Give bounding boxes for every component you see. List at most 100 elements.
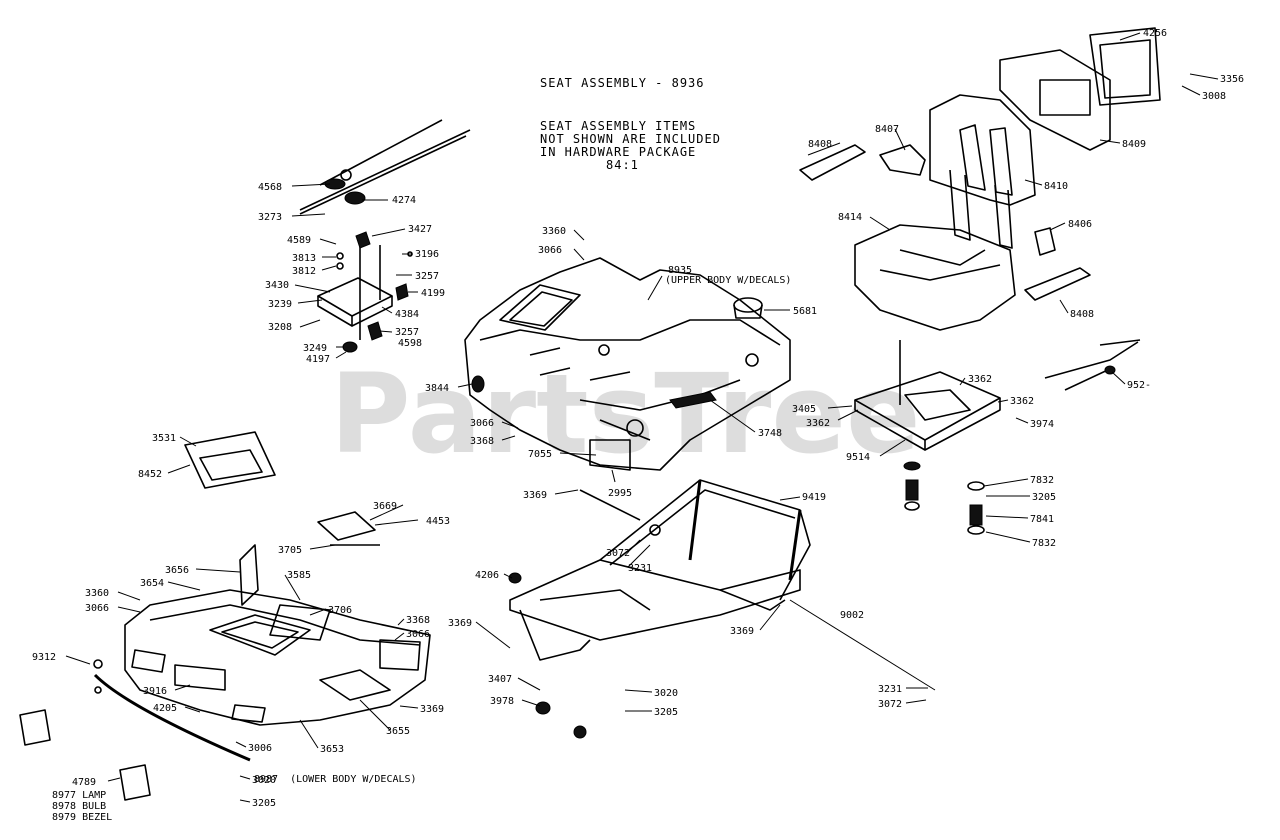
label-8408b: 8408 <box>1070 309 1094 320</box>
label-8409: 8409 <box>1122 139 1146 150</box>
bezel-note: 8979 BEZEL <box>52 812 112 823</box>
label-4789: 4789 <box>72 777 96 788</box>
label-4384: 4384 <box>395 309 419 320</box>
label-4206: 4206 <box>475 570 499 581</box>
label-8407: 8407 <box>875 124 899 135</box>
label-3008: 3008 <box>1202 91 1226 102</box>
label-3205a: 3205 <box>1032 492 1056 503</box>
label-4568: 4568 <box>258 182 282 193</box>
label-4274: 4274 <box>392 195 416 206</box>
label-3654: 3654 <box>140 578 164 589</box>
label-3066c: 3066 <box>85 603 109 614</box>
control-cable-drawing <box>299 119 471 215</box>
label-3369a: 3369 <box>420 704 444 715</box>
label-3273: 3273 <box>258 212 282 223</box>
label-3249: 3249 <box>303 343 327 354</box>
bulb-note: 8978 BULB <box>52 801 106 812</box>
label-8410: 8410 <box>1044 181 1068 192</box>
label-3066b: 3066 <box>470 418 494 429</box>
label-3239: 3239 <box>268 299 292 310</box>
label-8408a: 8408 <box>808 139 832 150</box>
seat-drawing <box>799 27 1161 331</box>
label-3020a: 3020 <box>252 775 276 786</box>
label-3813: 3813 <box>292 253 316 264</box>
label-4589: 4589 <box>287 235 311 246</box>
label-3656: 3656 <box>165 565 189 576</box>
note-line-2: NOT SHOWN ARE INCLUDED <box>540 132 721 146</box>
label-3531: 3531 <box>152 433 176 444</box>
label-3669: 3669 <box>373 501 397 512</box>
label-9419: 9419 <box>802 492 826 503</box>
label-9002: 9002 <box>840 610 864 621</box>
label-3072a: 3072 <box>606 548 630 559</box>
label-7055: 7055 <box>528 449 552 460</box>
label-3705: 3705 <box>278 545 302 556</box>
label-3430: 3430 <box>265 280 289 291</box>
label-8406: 8406 <box>1068 219 1092 230</box>
label-3369c: 3369 <box>448 618 472 629</box>
seat-lever-drawing <box>1044 339 1141 391</box>
bracket-assembly-drawing <box>317 231 413 353</box>
label-3196: 3196 <box>415 249 439 260</box>
label-5681: 5681 <box>793 306 817 317</box>
label-3356: 3356 <box>1220 74 1244 85</box>
label-9312: 9312 <box>32 652 56 663</box>
label-8987-row: 8987 (LOWER BODY W/DECALS) <box>254 774 417 785</box>
seat-plate-drawing <box>854 340 1001 535</box>
label-3844: 3844 <box>425 383 449 394</box>
label-3360b: 3360 <box>85 588 109 599</box>
label-3362c: 3362 <box>806 418 830 429</box>
label-3368b: 3368 <box>406 615 430 626</box>
label-3360a: 3360 <box>542 226 566 237</box>
label-4256: 4256 <box>1143 28 1167 39</box>
label-3072b: 3072 <box>878 699 902 710</box>
watermark: PartsTree <box>330 350 921 478</box>
upper-body-drawing <box>464 257 791 471</box>
label-3205c: 3205 <box>654 707 678 718</box>
label-3585: 3585 <box>287 570 311 581</box>
lower-body-drawing <box>19 431 431 801</box>
label-4197: 4197 <box>306 354 330 365</box>
label-3362b: 3362 <box>1010 396 1034 407</box>
label-3405: 3405 <box>792 404 816 415</box>
label-3916: 3916 <box>143 686 167 697</box>
frame-drawing <box>508 479 936 739</box>
label-3974: 3974 <box>1030 419 1054 430</box>
label-2995: 2995 <box>608 488 632 499</box>
label-4453: 4453 <box>426 516 450 527</box>
label-8987-number: 8987 <box>254 774 278 785</box>
label-3066a: 3066 <box>538 245 562 256</box>
label-3066d: 3066 <box>406 629 430 640</box>
label-3427: 3427 <box>408 224 432 235</box>
label-4199: 4199 <box>421 288 445 299</box>
label-4598: 4598 <box>398 338 422 349</box>
label-8987-desc: (LOWER BODY W/DECALS) <box>290 774 416 785</box>
label-952: 952- <box>1127 380 1151 391</box>
lamp-note: 8977 LAMP <box>52 790 106 801</box>
label-3653: 3653 <box>320 744 344 755</box>
label-3748: 3748 <box>758 428 782 439</box>
label-3369b: 3369 <box>523 490 547 501</box>
label-7832b: 7832 <box>1032 538 1056 549</box>
label-3231b: 3231 <box>878 684 902 695</box>
diagram-title: SEAT ASSEMBLY - 8936 <box>540 76 705 90</box>
label-3231a: 3231 <box>628 563 652 574</box>
label-3369d: 3369 <box>730 626 754 637</box>
label-8935-desc: (UPPER BODY W/DECALS) <box>665 275 791 286</box>
label-3978: 3978 <box>490 696 514 707</box>
leader-lines <box>65 32 1219 803</box>
label-3368a: 3368 <box>470 436 494 447</box>
label-3208: 3208 <box>268 322 292 333</box>
label-8452: 8452 <box>138 469 162 480</box>
label-9514: 9514 <box>846 452 870 463</box>
label-7841: 7841 <box>1030 514 1054 525</box>
label-8414: 8414 <box>838 212 862 223</box>
label-3205b: 3205 <box>252 798 276 809</box>
label-3257b: 3257 <box>395 327 419 338</box>
part-labels: 4568 4274 3273 4589 3427 3813 3812 3196 … <box>32 28 1244 823</box>
label-7832a: 7832 <box>1030 475 1054 486</box>
label-3655: 3655 <box>386 726 410 737</box>
label-3020b: 3020 <box>654 688 678 699</box>
label-3257a: 3257 <box>415 271 439 282</box>
